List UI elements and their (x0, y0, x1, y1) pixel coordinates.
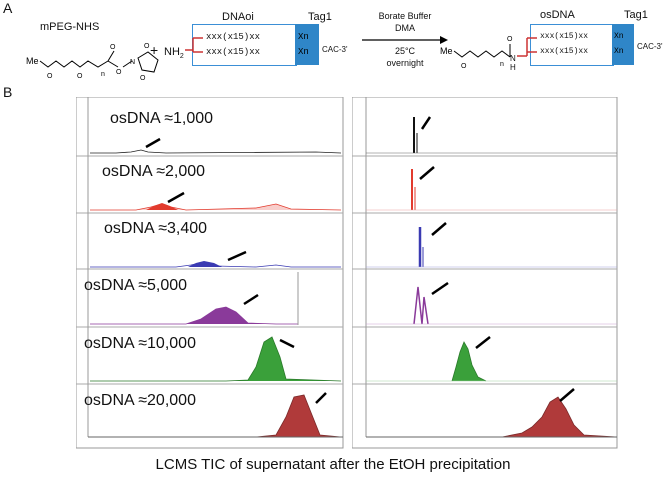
svg-text:Me: Me (26, 56, 39, 66)
amine-label: NH2 (164, 46, 184, 61)
trace-label-2000: osDNA ≈2,000 (102, 163, 206, 180)
dnaoi-xn-top: Xn (298, 32, 309, 42)
osdna-xn-top: Xn (614, 32, 624, 41)
arrow-condition-temp: 25°C (394, 46, 416, 56)
dnaoi-linker (185, 37, 203, 53)
svg-text:O: O (140, 75, 146, 80)
osdna-linker (517, 37, 537, 57)
dnaoi-cac: CAC-3' (322, 45, 348, 54)
svg-text:O: O (77, 73, 83, 80)
svg-text:n: n (101, 71, 105, 78)
panel-b-letter: B (3, 84, 13, 100)
ms-spectra-chart (352, 97, 618, 449)
product-amide-n: N (510, 54, 516, 63)
tag1-left-box (295, 24, 319, 65)
arrow-condition-buffer: Borate Buffer (378, 11, 432, 21)
tag1-right-label: Tag1 (624, 9, 648, 21)
svg-text:O: O (461, 63, 467, 70)
svg-text:N: N (130, 59, 135, 66)
reaction-arrow (362, 36, 448, 44)
dnaoi-label: DNAoi (222, 11, 254, 23)
svg-text:O: O (110, 44, 116, 51)
osdna-cac: CAC-3' (637, 42, 663, 51)
dnaoi-strand-bottom: xxx(x15)xx (206, 47, 261, 57)
tag1-right-box (612, 24, 634, 65)
product-peg-chain: Me O n O (440, 36, 513, 70)
dnaoi-box (192, 24, 297, 66)
tag1-left-label: Tag1 (308, 11, 332, 23)
arrow-condition-time: overnight (386, 58, 424, 68)
svg-text:O: O (47, 73, 53, 80)
osdna-strand-top: xxx(x15)xx (540, 32, 589, 41)
product-amide-h: H (510, 63, 516, 72)
product-label: osDNA (540, 9, 575, 21)
trace-label-5000: osDNA ≈5,000 (84, 277, 188, 294)
svg-text:n: n (500, 61, 504, 68)
osdna-xn-bottom: Xn (614, 47, 624, 56)
svg-text:O: O (144, 43, 150, 50)
tic-chart (76, 97, 344, 449)
plus-sign: + (150, 42, 159, 58)
figure-caption: LCMS TIC of supernatant after the EtOH p… (155, 456, 511, 473)
dnaoi-xn-bottom: Xn (298, 47, 309, 57)
osdna-box (530, 24, 614, 66)
mpeg-nhs-structure: Me O O n O O N O O (26, 43, 159, 80)
dnaoi-strand-top: xxx(x15)xx (206, 32, 261, 42)
osdna-strand-bottom: xxx(x15)xx (540, 47, 589, 56)
panel-a-letter: A (3, 0, 13, 16)
trace-label-1000: osDNA ≈1,000 (110, 110, 214, 127)
arrow-condition-solvent: DMA (395, 23, 415, 33)
trace-label-20000: osDNA ≈20,000 (84, 392, 196, 409)
svg-text:O: O (507, 36, 513, 43)
reagent1-label: mPEG-NHS (40, 21, 100, 33)
trace-label-3400: osDNA ≈3,400 (104, 220, 208, 237)
trace-label-10000: osDNA ≈10,000 (84, 335, 196, 352)
svg-text:O: O (116, 69, 122, 76)
svg-text:Me: Me (440, 46, 453, 56)
